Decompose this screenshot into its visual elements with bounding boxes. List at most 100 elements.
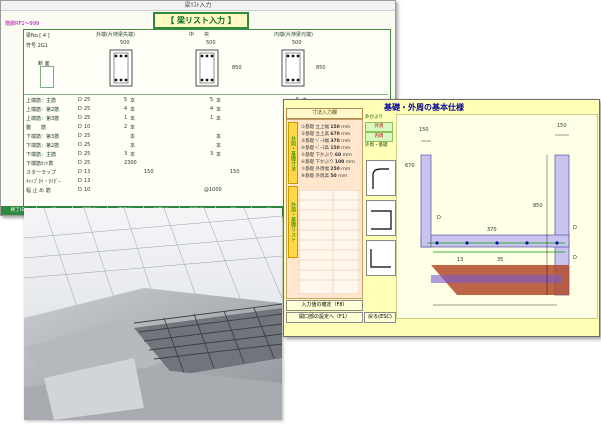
row-outer[interactable]: 2 [124, 124, 128, 130]
dimension-input-panel: 外周・基礎寸法 外周・基礎リスト ①基礎 立上幅 150 ｍｍ ②基礎 立上高 … [286, 119, 363, 299]
row-center[interactable]: @1000 [204, 187, 222, 193]
beam-symbol[interactable]: 符号 2G1 [26, 43, 48, 49]
row-dia[interactable]: 10 [84, 187, 91, 193]
row-d: D [78, 133, 82, 139]
row-d: D [78, 142, 82, 148]
list-item[interactable]: ①基礎 立上幅 150 ｍｍ [301, 125, 351, 130]
tab-perimeter-dims[interactable]: 外周・基礎寸法 [288, 122, 298, 184]
row-dia[interactable]: 13 [84, 178, 91, 184]
row-unit: 本 [216, 107, 222, 113]
dim-right-center: 850 [232, 65, 242, 71]
row-dia[interactable]: 25 [84, 97, 91, 103]
window-title: 梁ﾘｽﾄ入力 [1, 1, 395, 11]
row-d: D [78, 151, 82, 157]
row-dia[interactable]: 25 [84, 142, 91, 148]
profile-thumb-3[interactable] [366, 240, 396, 276]
confirm-button[interactable]: 入力値の確定（F8） [286, 300, 363, 311]
list-item[interactable]: ②基礎 立上高 670 ｍｍ [301, 132, 351, 137]
row-center[interactable]: 5 [210, 97, 214, 103]
option-column: 外かぶり 外周 内周 外周・基礎 [365, 114, 393, 294]
row-d: D [78, 187, 82, 193]
row-label: 下端筋ｶｯﾄ数 [26, 161, 54, 167]
opening-settings-button[interactable]: 開口部の設定へ（F1） [286, 312, 363, 323]
dim-label: 370 [487, 227, 497, 233]
row-center[interactable]: 4 [210, 106, 214, 112]
row-d: D [78, 97, 82, 103]
list-item[interactable]: ⑤基礎 下かぶり 60 ｍｍ [301, 153, 352, 158]
rebar-list-grid [299, 190, 359, 294]
profile-thumb-1[interactable] [366, 160, 396, 196]
row-dia[interactable]: 25 [84, 106, 91, 112]
dim-label: 150 [557, 123, 567, 129]
row-outer[interactable]: 3 [124, 151, 128, 157]
row-d: D [78, 124, 82, 130]
row-unit: 本 [216, 116, 222, 122]
back-button[interactable]: 戻る(ESC) [364, 312, 396, 323]
row-dia[interactable]: 25 [84, 115, 91, 121]
col-header-inner: 内端(片持梁元端) [274, 32, 313, 38]
dim-right-inner: 850 [316, 65, 326, 71]
dim-top-outer: 500 [120, 40, 130, 46]
dim-label: D [437, 215, 441, 221]
dim-label: 150 [419, 127, 429, 133]
row-label: 下端筋：第2筋 [26, 143, 60, 149]
dim-label: D [573, 255, 577, 261]
dim-top-inner: 500 [292, 40, 302, 46]
row-label: 上端筋：第3筋 [26, 116, 60, 122]
option-outer[interactable]: 外周 [365, 122, 393, 132]
row-unit: 本 [130, 134, 136, 140]
row-dia[interactable]: 10 [84, 124, 91, 130]
dim-label: 850 [533, 203, 543, 209]
floor-range: 階層RF1～999 [5, 21, 40, 27]
row-unit: 本 [130, 143, 136, 149]
profile-thumb-2[interactable] [366, 200, 396, 236]
table-row: 腹 筋 D 10 2 本 [24, 123, 388, 132]
row-dia[interactable]: 13 [84, 169, 91, 175]
row-dia[interactable]: 25 [84, 151, 91, 157]
row-outer[interactable]: 5 [124, 97, 128, 103]
row-center[interactable]: 150 [230, 169, 240, 175]
row-d: D [78, 169, 82, 175]
row-outer[interactable]: 150 [144, 169, 154, 175]
section-label: 断 面 [38, 61, 50, 67]
input-header: 寸法入力欄 [286, 108, 363, 119]
drawing-photo-montage [24, 208, 282, 420]
dim-label: 670 [405, 163, 415, 169]
window-title: 基礎・外周の基本仕様 [384, 103, 464, 112]
foundation-spec-window: 基礎・外周の基本仕様 寸法入力欄 外周・基礎寸法 外周・基礎リスト ①基礎 立上… [283, 99, 600, 337]
row-dia[interactable]: 25 [84, 133, 91, 139]
grid-divider [24, 94, 388, 95]
row-dia[interactable]: 25 [84, 160, 91, 166]
list-item[interactable]: ⑧基礎 外周高 50 ｍｍ [301, 174, 348, 179]
row-unit: 本 [216, 152, 222, 158]
row-label: 幅 止 め 筋 [26, 188, 51, 194]
tab-perimeter-list[interactable]: 外周・基礎リスト [288, 186, 298, 258]
list-item[interactable]: ④基礎 ﾍﾞｰｽ高 150 ｍｍ [301, 146, 351, 151]
list-item[interactable]: ⑦基礎 外周幅 250 ｍｍ [301, 167, 351, 172]
cover-label: 外かぶり [365, 115, 383, 120]
row-unit: 本 [130, 98, 136, 104]
row-unit: 本 [130, 116, 136, 122]
beam-no[interactable]: 梁No.[ 4 ] [26, 33, 50, 39]
row-center[interactable]: 1 [210, 115, 214, 121]
row-outer[interactable]: 1 [124, 115, 128, 121]
row-unit: 本 [216, 134, 222, 140]
row-unit: 本 [216, 98, 222, 104]
row-center[interactable]: 3 [210, 151, 214, 157]
beam-section-drawings [109, 49, 305, 87]
row-pitch[interactable]: 2300 [124, 160, 137, 166]
row-unit: 本 [130, 152, 136, 158]
row-label: 腹 筋 [26, 125, 47, 131]
row-label: 上端筋：第2筋 [26, 107, 60, 113]
row-label: ｷｬｯﾌﾟﾀｲ・ﾀｲﾀﾞｰ [26, 179, 62, 185]
list-item[interactable]: ③基礎 ﾍﾞｰｽ幅 370 ｍｍ [301, 139, 351, 144]
option-inner[interactable]: 内周 [365, 132, 393, 142]
row-outer[interactable]: 4 [124, 106, 128, 112]
list-item[interactable]: ⑥基礎 下かぶり 100 ｍｍ [301, 160, 355, 165]
dim-label: 35 [497, 257, 504, 263]
section-drawing [420, 134, 570, 306]
row-d: D [78, 115, 82, 121]
perimeter-label: 外周・基礎 [365, 143, 388, 148]
foundation-section-diagram: 150 670 370 150 850 D D D 13 35 [396, 114, 598, 319]
row-unit: 本 [130, 107, 136, 113]
